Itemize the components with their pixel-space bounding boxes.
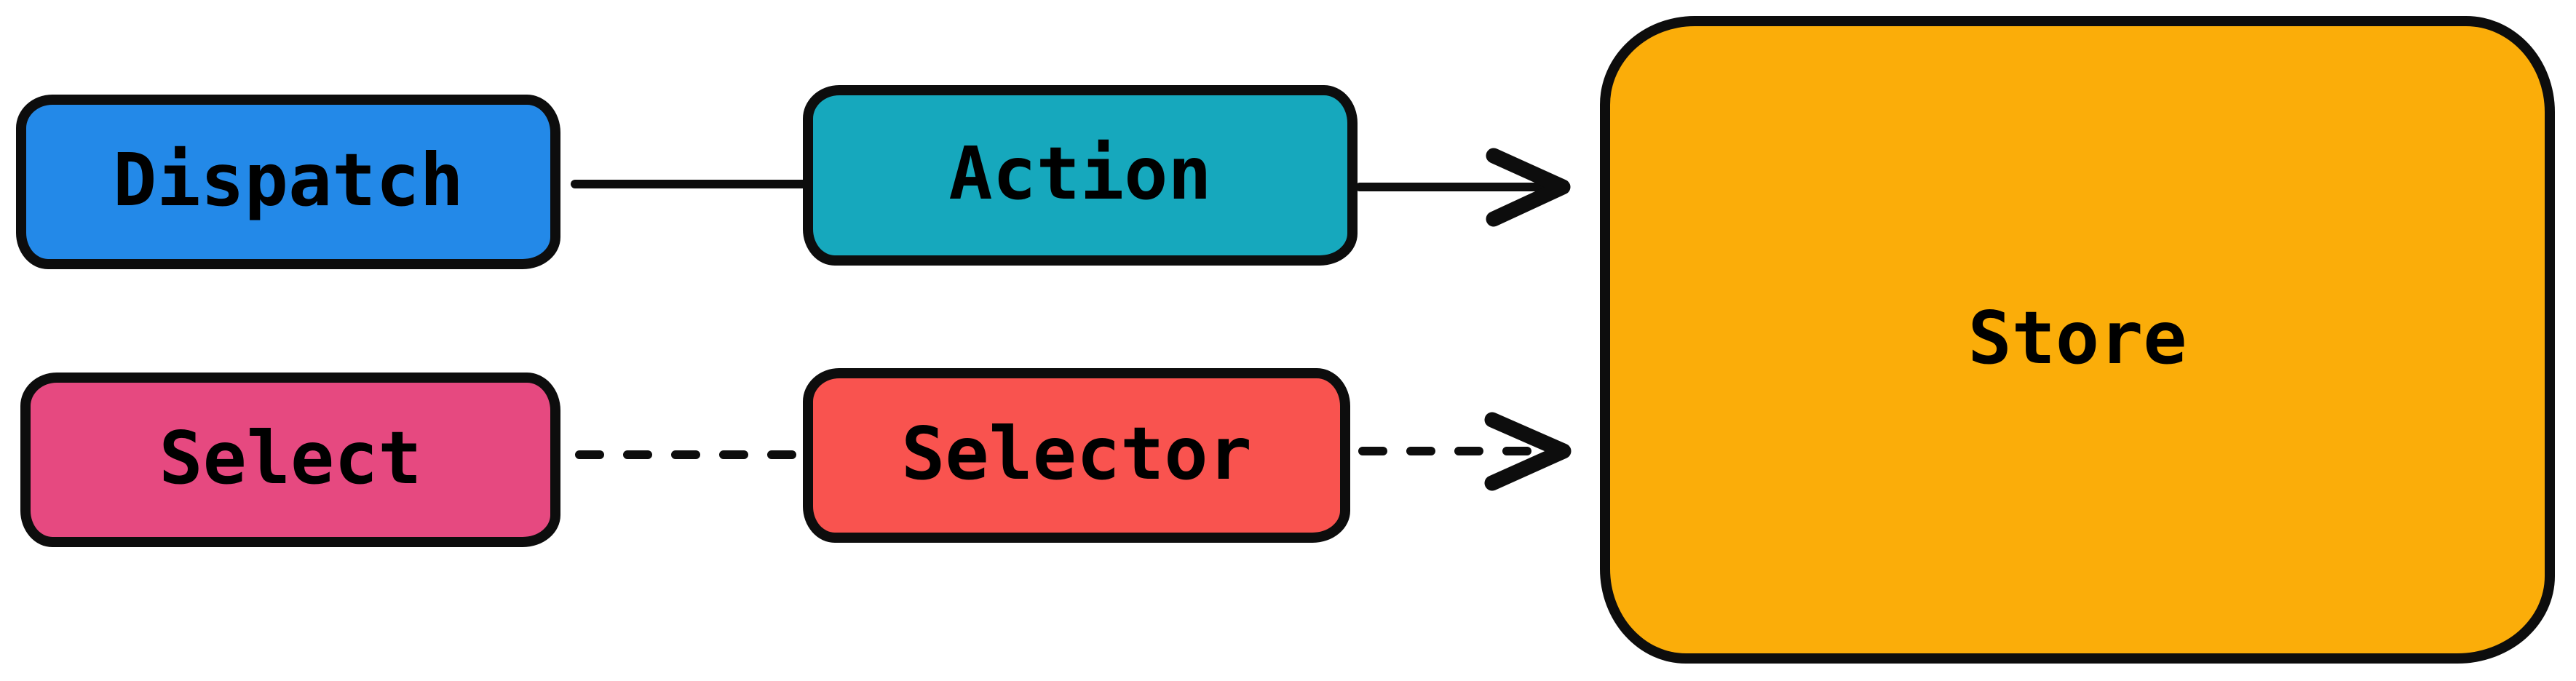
node-dispatch-label: Dispatch — [113, 138, 464, 223]
edge-action-store-arrowhead-icon — [1486, 148, 1571, 227]
node-dispatch: Dispatch — [16, 95, 560, 269]
node-store-label: Store — [1967, 295, 2187, 381]
node-select: Select — [20, 373, 560, 547]
node-action: Action — [803, 85, 1358, 266]
edge-selector-store-arrowhead-icon — [1484, 412, 1572, 491]
node-selector-label: Selector — [901, 411, 1252, 496]
node-select-label: Select — [159, 415, 422, 501]
node-action-label: Action — [948, 131, 1212, 216]
node-selector: Selector — [803, 368, 1350, 543]
node-store: Store — [1600, 16, 2555, 664]
